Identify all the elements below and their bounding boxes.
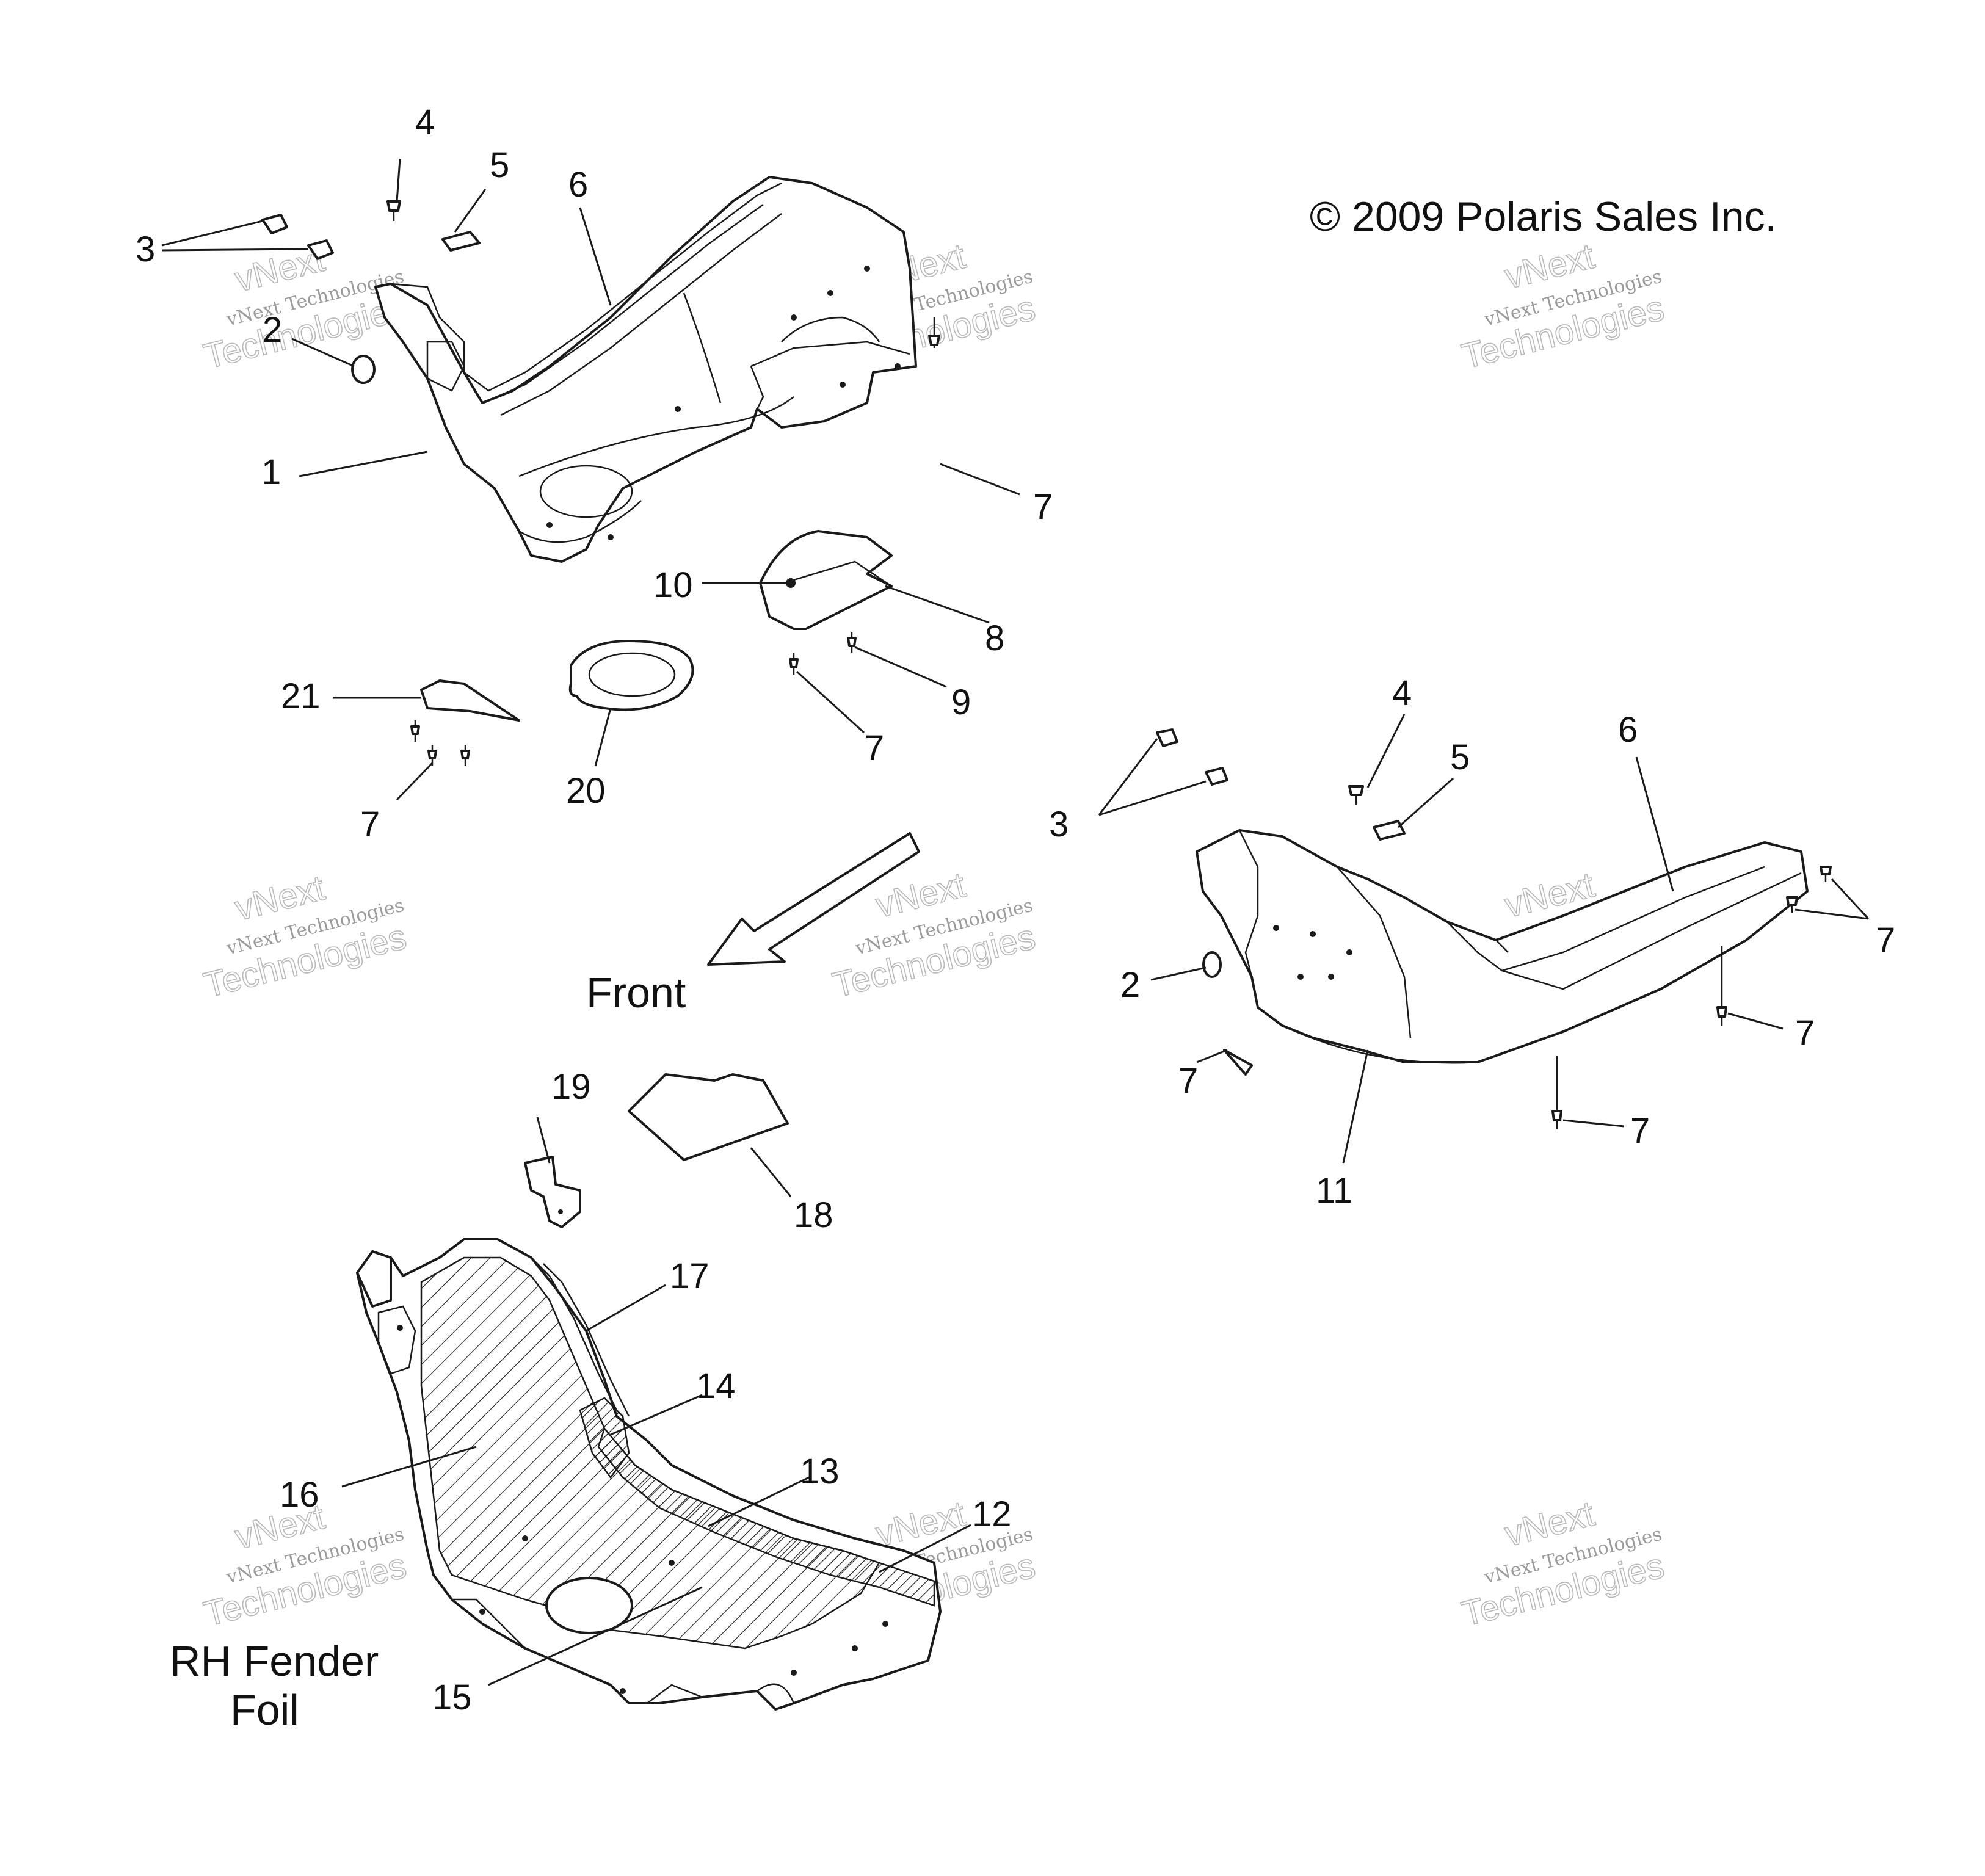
rivet-3a	[261, 214, 288, 234]
grommet-2b	[1202, 951, 1222, 978]
panel-part-18	[628, 1073, 789, 1161]
callout-7-left: 7	[360, 805, 380, 844]
rh-fender-label-line2: Foil	[230, 1686, 299, 1734]
callout-3-upper: 3	[136, 230, 155, 269]
callout-5-right: 5	[1450, 737, 1470, 777]
copyright-text: © 2009 Polaris Sales Inc.	[1310, 194, 1777, 240]
callout-14: 14	[696, 1366, 736, 1406]
callout-4-right: 4	[1392, 673, 1412, 713]
ring-part-20	[568, 640, 694, 711]
front-direction-arrow: Front	[586, 832, 920, 1016]
watermark-4: vNext vNext Technologies Technologies	[200, 867, 411, 1006]
callout-15: 15	[432, 1678, 472, 1717]
callout-18: 18	[794, 1195, 833, 1235]
callout-3-right: 3	[1049, 805, 1069, 844]
bracket-part-19	[524, 1156, 581, 1228]
clip-5b	[1373, 820, 1406, 841]
callout-6-upper: 6	[568, 165, 588, 205]
foil-rail-hatched	[597, 1427, 935, 1607]
callout-7-right-a: 7	[1178, 1061, 1198, 1101]
watermark-9: vNext vNext Technologies Technologies	[1457, 1493, 1669, 1634]
front-label: Front	[586, 969, 686, 1016]
callout-17: 17	[670, 1256, 709, 1296]
rh-fender-label-line1: RH Fender	[170, 1637, 379, 1685]
callout-6-right: 6	[1618, 710, 1638, 750]
callout-7-upper-right: 7	[1033, 487, 1053, 527]
foil-insert-14	[579, 1397, 630, 1479]
rh-fender-foil-assembly: RH Fender Foil	[170, 1073, 942, 1734]
bracket-part-21	[410, 679, 520, 766]
callout-8: 8	[985, 618, 1004, 658]
callout-7-right-c: 7	[1795, 1013, 1815, 1053]
callout-2-right: 2	[1120, 965, 1140, 1005]
rivet-3d	[1205, 767, 1228, 786]
callout-7-lower-middle: 7	[865, 728, 884, 768]
callout-7-right-b: 7	[1876, 921, 1895, 960]
foil-cutout	[545, 1577, 633, 1634]
cover-part-8	[759, 530, 893, 675]
rivet-3c	[1156, 728, 1178, 747]
screw-4a	[386, 200, 401, 212]
callout-1: 1	[261, 452, 281, 492]
watermark-3: vNext vNext Technologies Technologies	[1457, 236, 1669, 377]
callout-4-upper: 4	[415, 103, 435, 142]
lh-fender-assembly	[374, 176, 917, 563]
callout-12: 12	[972, 1494, 1012, 1534]
callout-9: 9	[951, 683, 971, 722]
callout-numbers: 3 2 1 4 5 6 7 10 8 9 7 21 7 20 4 5 6 3 2…	[136, 103, 1895, 1717]
screw-4b	[1348, 785, 1364, 796]
callout-5-upper: 5	[490, 145, 509, 185]
callout-19: 19	[551, 1067, 591, 1107]
callout-21: 21	[281, 676, 321, 716]
callout-20: 20	[566, 771, 606, 811]
callout-16: 16	[280, 1475, 319, 1515]
clip-5a	[441, 231, 481, 252]
rh-fender-assembly	[1156, 728, 1832, 1129]
fender-part-1	[374, 176, 917, 563]
callout-2-upper: 2	[263, 310, 282, 350]
callout-10: 10	[653, 565, 693, 605]
grommet-2a	[351, 355, 376, 384]
callout-7-right-d: 7	[1630, 1111, 1650, 1151]
callout-13: 13	[800, 1452, 840, 1491]
rivet-3b	[307, 239, 334, 260]
hardware-top-left	[261, 200, 940, 384]
leader-lines	[161, 158, 1870, 1686]
callout-11: 11	[1316, 1171, 1352, 1211]
